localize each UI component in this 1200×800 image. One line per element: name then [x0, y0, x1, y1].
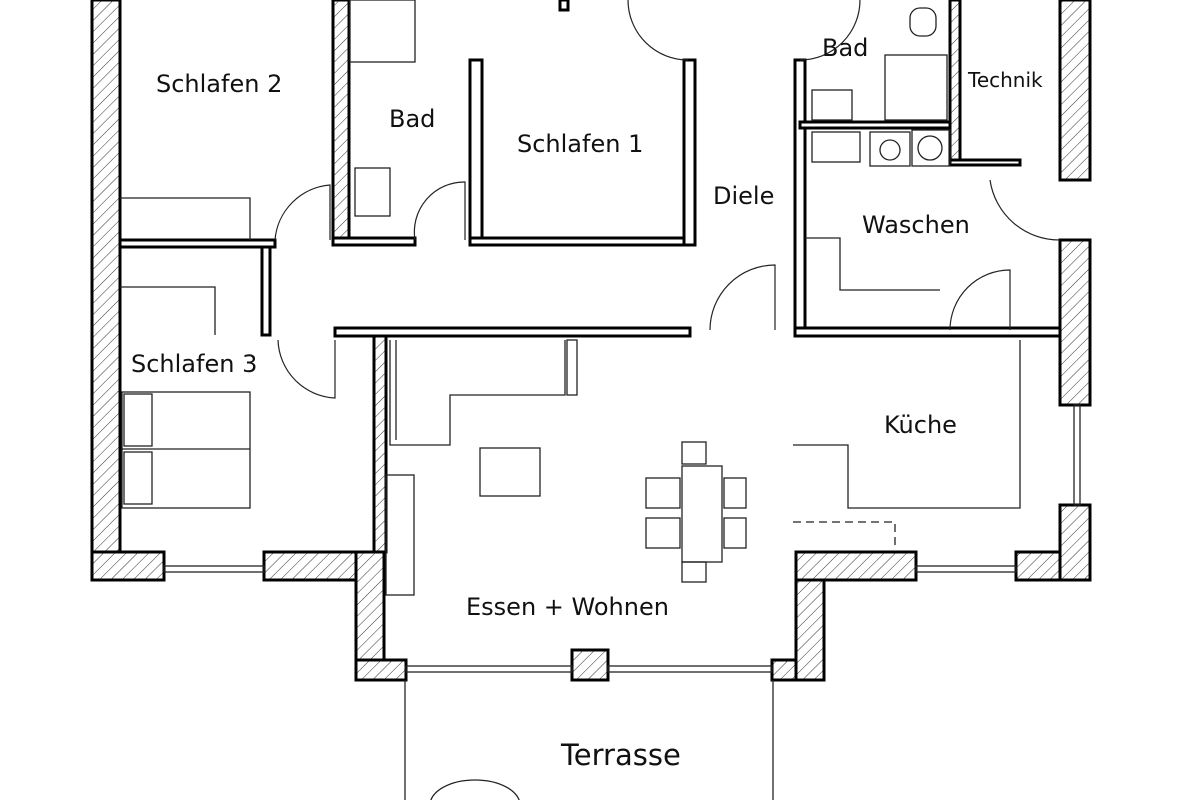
door-swings — [274, 0, 1061, 399]
room-label-diele: Diele — [713, 182, 775, 210]
interior-walls — [118, 0, 1062, 338]
windows — [163, 404, 1081, 673]
exterior-walls — [90, 0, 1092, 682]
room-label-essen-wohnen: Essen + Wohnen — [466, 593, 669, 621]
room-label-technik: Technik — [968, 68, 1043, 92]
furniture — [120, 0, 1021, 800]
room-label-bad-2: Bad — [822, 34, 869, 62]
room-label-waschen: Waschen — [862, 211, 970, 239]
room-label-kueche: Küche — [884, 411, 957, 439]
room-label-schlafen-2: Schlafen 2 — [156, 70, 283, 98]
room-label-schlafen-1: Schlafen 1 — [517, 130, 644, 158]
room-label-schlafen-3: Schlafen 3 — [131, 350, 258, 378]
room-label-bad: Bad — [389, 105, 436, 133]
room-label-terrasse: Terrasse — [561, 738, 681, 772]
